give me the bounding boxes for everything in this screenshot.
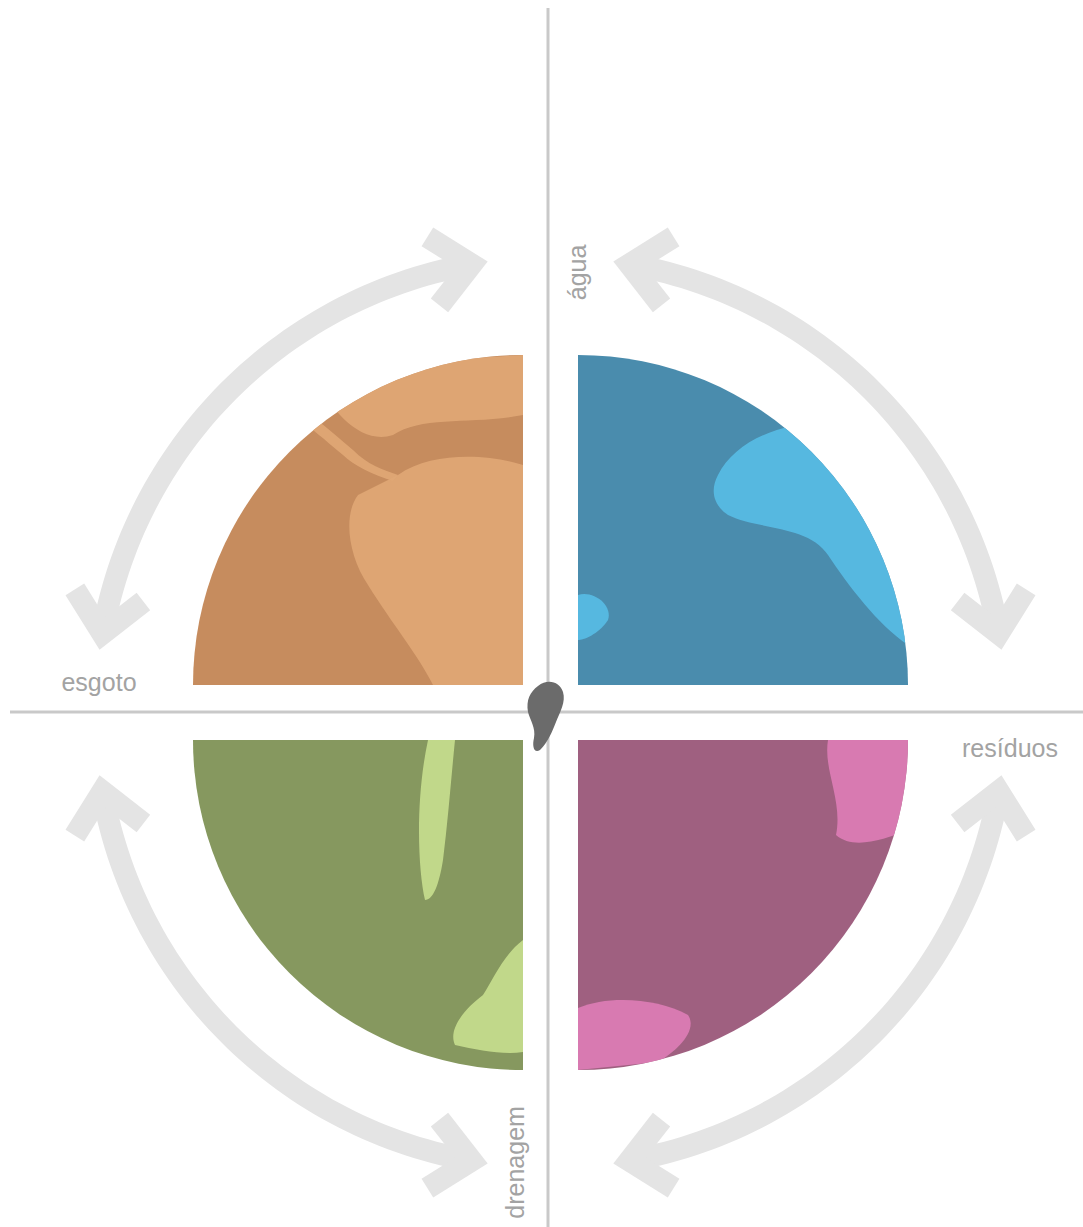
ocean-fill — [578, 355, 908, 685]
land-group — [578, 740, 908, 1070]
state-silhouette — [527, 682, 563, 751]
quadrant-shape — [193, 740, 523, 1070]
land-mass — [253, 400, 398, 481]
ocean-fill — [578, 740, 908, 1070]
land-group — [253, 355, 523, 685]
land-mass — [578, 1000, 691, 1070]
quadrant-shape — [578, 740, 908, 1070]
land-mass — [349, 457, 523, 685]
arrow-head — [630, 1120, 674, 1189]
land-mass — [578, 594, 609, 640]
vertical-axis — [547, 8, 550, 1227]
land-mass — [313, 355, 523, 437]
arrow-head — [427, 237, 471, 306]
arrow-head — [75, 792, 144, 836]
land-mass — [453, 940, 523, 1053]
quadrant-label: água — [564, 244, 593, 300]
arrow-head — [958, 792, 1027, 836]
land-group — [419, 740, 523, 1053]
globe-quadrant: drenagem — [193, 740, 523, 1070]
globe-quadrant: água — [578, 355, 908, 685]
globe-quadrant: esgoto — [193, 355, 523, 685]
quadrant-label: resíduos — [962, 734, 1058, 763]
land-mass — [419, 740, 455, 900]
land-group — [578, 422, 908, 645]
quadrant-label: esgoto — [61, 668, 136, 697]
quadrant-label: drenagem — [501, 1106, 530, 1219]
arrow-head — [75, 589, 144, 633]
land-mass — [827, 740, 908, 843]
arrow-head — [630, 237, 674, 306]
ocean-fill — [193, 355, 523, 685]
quadrant-shape — [578, 355, 908, 685]
globe-quadrant: resíduos — [578, 740, 908, 1070]
ocean-fill — [193, 740, 523, 1070]
arrow-head — [958, 589, 1027, 633]
arrow-head — [427, 1120, 471, 1189]
quadrant-shape — [193, 355, 523, 685]
land-mass — [714, 422, 908, 645]
